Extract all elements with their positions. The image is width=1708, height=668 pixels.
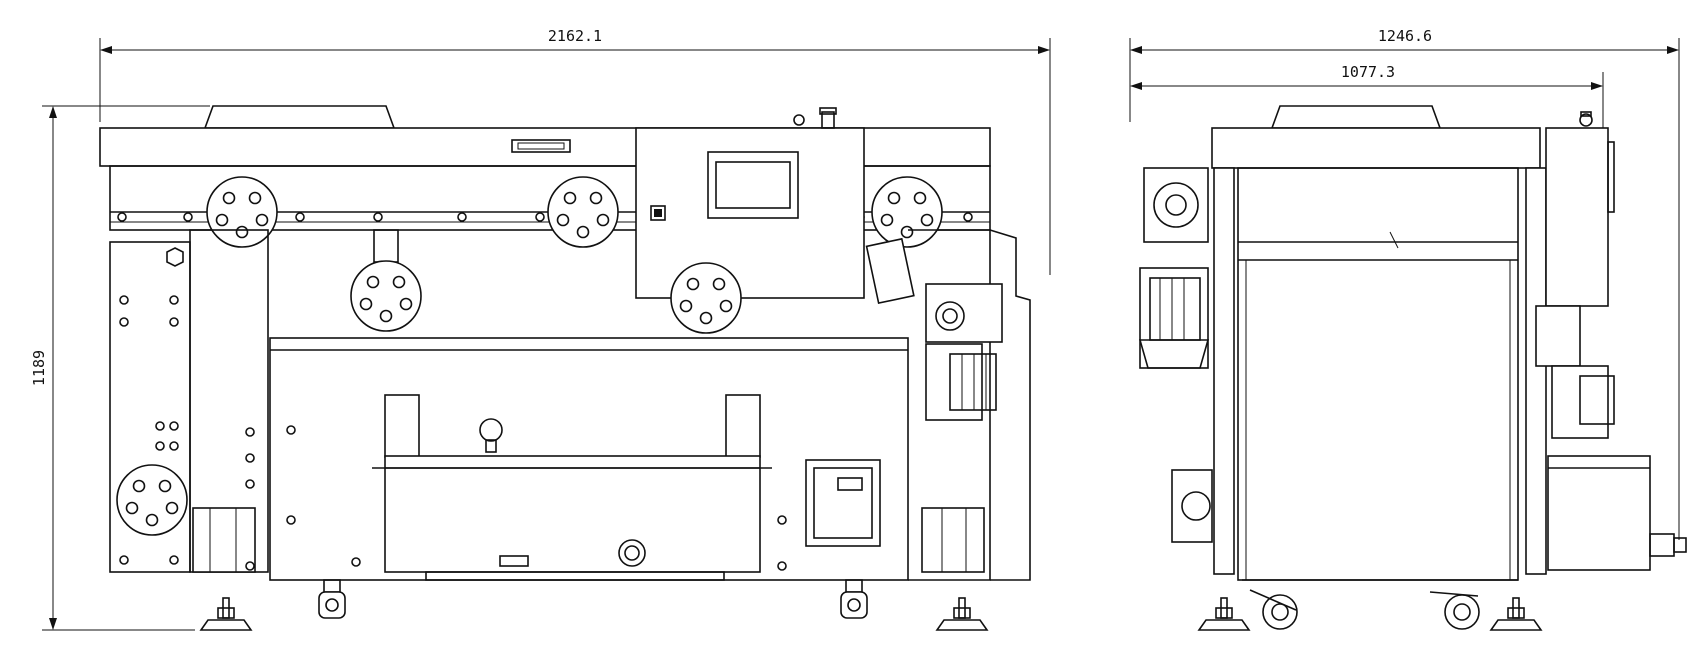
- handle: [511, 139, 571, 153]
- top-hood: [203, 105, 396, 129]
- caster-1: [318, 579, 346, 619]
- side-top-frame: [1211, 127, 1541, 169]
- flange-2: [547, 176, 619, 248]
- lower-panel: [805, 459, 881, 547]
- flange-6: [670, 262, 742, 334]
- side-view: [1138, 105, 1687, 631]
- side-hood: [1270, 105, 1442, 129]
- front-view: [99, 105, 1031, 631]
- caster-2: [840, 579, 868, 619]
- pipe: [373, 229, 399, 263]
- side-left-post: [1213, 167, 1235, 575]
- side-wheel-1: [1262, 594, 1298, 630]
- dimension-label-front-height: 1189: [30, 350, 48, 386]
- right-wall: [908, 229, 991, 581]
- side-pump: [1171, 469, 1213, 543]
- flange-3: [871, 176, 943, 248]
- upper-rail: [109, 165, 991, 231]
- flange-4: [350, 260, 422, 332]
- dimension-side-body-width: 1077.3: [1130, 63, 1604, 128]
- touch-screen: [707, 151, 799, 219]
- foot-2: [936, 597, 988, 631]
- dimension-label-front-width: 2162.1: [548, 27, 602, 45]
- side-foot-1: [1198, 597, 1250, 631]
- side-control-box: [1545, 127, 1609, 307]
- side-right-post: [1525, 167, 1547, 575]
- side-tank: [1237, 167, 1519, 581]
- dimension-front-width: 2162.1: [99, 27, 1051, 275]
- dimension-front-height: 1189: [30, 105, 210, 631]
- dimension-label-side-overall-width: 1246.6: [1378, 27, 1432, 45]
- dimension-label-side-body-width: 1077.3: [1341, 63, 1395, 81]
- side-wheel-2: [1444, 594, 1480, 630]
- front-motor: [925, 343, 983, 421]
- side-right-gear: [1535, 305, 1581, 367]
- foot-1: [200, 597, 252, 631]
- motor-cover: [865, 237, 915, 305]
- side-trough: [1547, 455, 1651, 571]
- flange-5: [116, 464, 188, 536]
- left-bracket: [192, 507, 256, 573]
- side-foot-2: [1490, 597, 1542, 631]
- right-bracket: [921, 507, 985, 573]
- control-cabinet: [635, 127, 865, 299]
- tray: [384, 455, 761, 573]
- dimension-side-overall-width: 1246.6: [1129, 27, 1680, 540]
- flange-1: [206, 176, 278, 248]
